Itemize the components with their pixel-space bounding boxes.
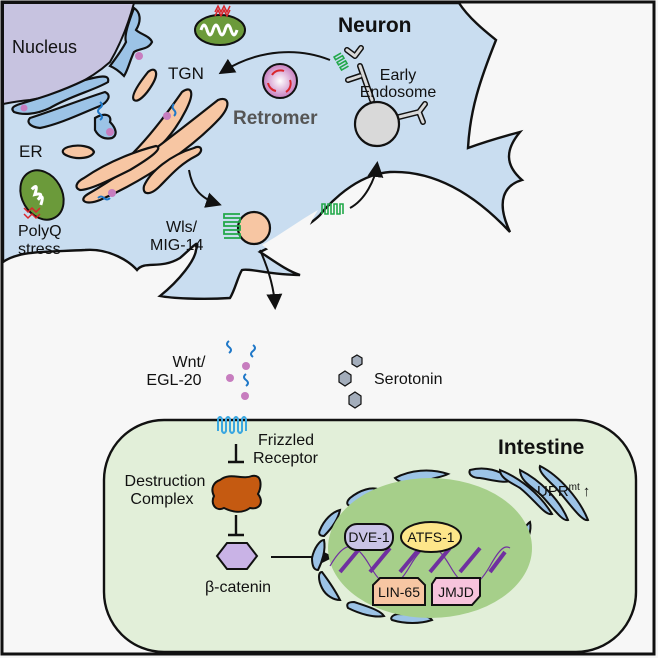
label-serotonin: Serotonin — [374, 371, 443, 388]
early-endosome — [332, 45, 428, 148]
arrow-wls-to-synapse — [259, 249, 283, 310]
mitochondrion-top — [194, 4, 246, 46]
label-egl20: EGL-20 — [146, 372, 201, 389]
arrow-membrane-to-endosome — [349, 161, 384, 209]
label-beta-catenin: β-catenin — [205, 579, 271, 596]
trafficking-arrows — [188, 51, 384, 310]
retromer-icon — [262, 63, 298, 99]
label-destruction: Destruction — [125, 473, 206, 490]
label-frizzled: Frizzled — [258, 432, 314, 449]
factor-atfs1: ATFS-1 — [400, 521, 462, 553]
label-receptor: Receptor — [253, 450, 319, 467]
er-wnt-squiggle — [97, 101, 103, 121]
serotonin-molecules — [338, 354, 363, 409]
mitochondrion-left — [19, 169, 65, 221]
wls-mig14-icon — [223, 213, 241, 239]
inhibition-arrows — [228, 444, 244, 537]
endoplasmic-reticulum — [11, 6, 154, 140]
golgi-cisternae — [61, 68, 229, 204]
secreted-wnt-ligands — [226, 340, 256, 400]
label-intestine: Intestine — [498, 436, 584, 459]
er-cargo-dots — [20, 52, 143, 136]
factor-jmjd: JMJD — [431, 577, 481, 606]
factor-dve1: DVE-1 — [344, 523, 394, 551]
label-upr-main: UPR — [537, 483, 569, 500]
label-upr: UPRmt↑ — [537, 482, 590, 500]
label-upr-sup: mt — [569, 482, 580, 493]
label-mig14: MIG-14 — [150, 237, 203, 254]
label-neuron: Neuron — [338, 14, 412, 37]
membrane-wls-icon — [321, 203, 344, 215]
arrow-endosome-to-tgn — [218, 51, 331, 75]
destruction-complex-icon — [211, 474, 262, 513]
label-polyq: PolyQ — [18, 223, 62, 240]
factor-lin65: LIN-65 — [372, 577, 426, 606]
label-er: ER — [19, 142, 43, 161]
beta-catenin-icon — [215, 542, 259, 570]
frizzled-receptor-icon — [217, 416, 247, 434]
label-wnt: Wnt/ — [173, 354, 206, 371]
wls-vesicle — [236, 210, 272, 246]
label-tgn: TGN — [168, 64, 204, 83]
neuron-gap — [262, 210, 318, 262]
label-endosome: Endosome — [360, 84, 437, 101]
polyq-aggregate-icon-2 — [23, 206, 41, 220]
label-early: Early — [380, 67, 416, 84]
label-retromer: Retromer — [233, 108, 318, 129]
factor-lin65-label: LIN-65 — [378, 584, 420, 600]
label-stress: stress — [18, 241, 61, 258]
factor-dve1-label: DVE-1 — [348, 529, 389, 545]
upregulation-arrow-icon: ↑ — [583, 483, 591, 500]
label-nucleus: Nucleus — [12, 37, 77, 57]
polyq-aggregate-icon — [214, 4, 231, 18]
factor-jmjd-label: JMJD — [438, 584, 474, 600]
factor-atfs1-label: ATFS-1 — [407, 529, 454, 545]
label-wls: Wls/ — [166, 219, 198, 236]
label-complex: Complex — [130, 491, 193, 508]
arrow-golgi-to-wls — [188, 169, 222, 208]
